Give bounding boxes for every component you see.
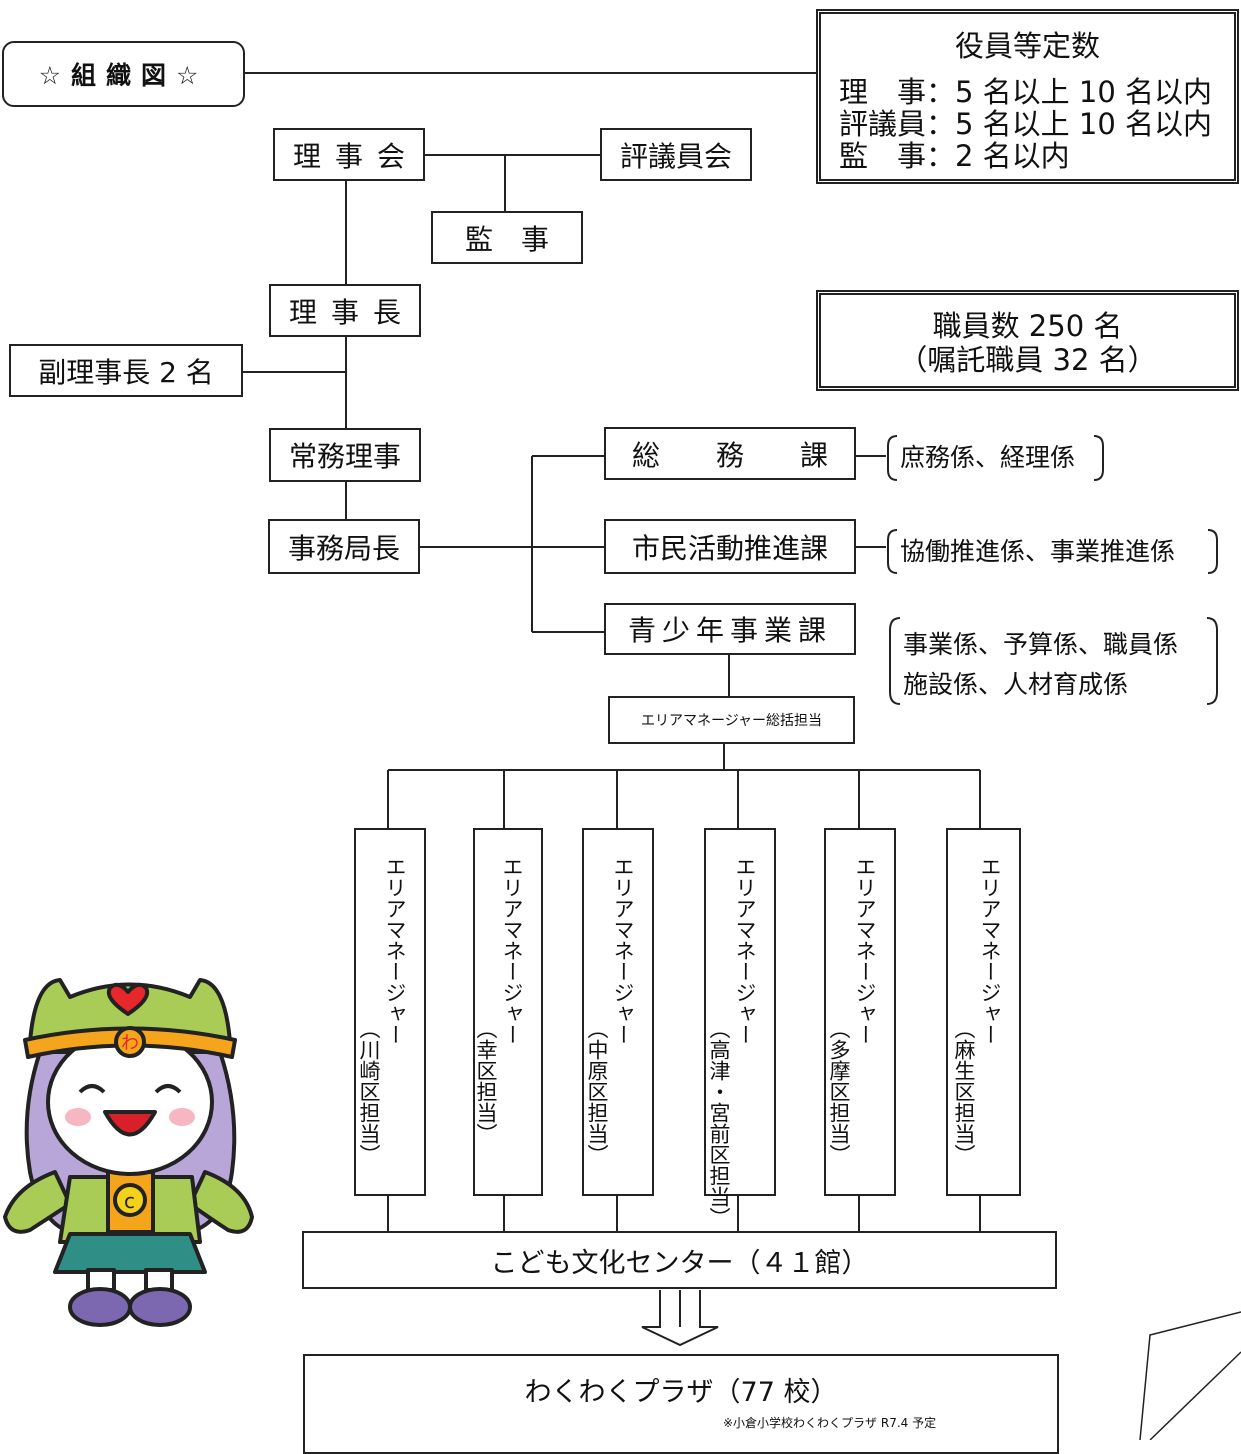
civic-activity-sections: 協働推進係、事業推進係	[900, 532, 1175, 572]
area-manager-district: （幸区担当）	[474, 1018, 498, 1144]
board-of-directors-node: 理事会	[273, 128, 425, 181]
youth-program-sections: 事業係、予算係、職員係 施設係、人材育成係	[903, 625, 1178, 705]
mascot-character-illustration: c わ	[3, 978, 254, 1327]
council-node: 評議員会	[600, 128, 752, 181]
secretary-general-node: 事務局長	[268, 519, 420, 574]
area-manager-title: エリアマネージャー	[500, 856, 524, 1045]
managing-director-node: 常務理事	[269, 428, 421, 482]
area-manager-district: （麻生区担当）	[952, 1018, 976, 1165]
officer-quota-line: 評議員：5 名以上 10 名以内	[839, 107, 1213, 141]
officer-quota-heading: 役員等定数	[954, 29, 1100, 63]
officer-quota-line: 監 事：2 名以内	[839, 139, 1070, 173]
chairman-node: 理事長	[269, 284, 421, 337]
officer-quota-line: 理 事：5 名以上 10 名以内	[839, 75, 1213, 109]
mascot-emblem: c	[124, 1189, 135, 1213]
general-affairs-sections: 庶務係、経理係	[900, 438, 1075, 478]
section-list: 庶務係、経理係	[900, 443, 1076, 472]
auditor-node: 監 事	[431, 211, 583, 264]
area-manager-node: エリアマネージャー （高津・宮前区担当）	[704, 828, 776, 1228]
youth-program-dept-node: 青少年事業課	[604, 603, 856, 655]
area-manager-node: エリアマネージャー （川崎区担当）	[354, 828, 426, 1196]
chart-title: ☆組織図☆	[2, 41, 245, 107]
area-manager-node: エリアマネージャー （幸区担当）	[473, 828, 543, 1196]
vice-chairman-node: 副理事長 2 名	[9, 344, 243, 397]
area-manager-district: （高津・宮前区担当）	[707, 1018, 731, 1228]
area-manager-title: エリアマネージャー	[611, 856, 635, 1045]
area-manager-title: エリアマネージャー	[383, 856, 407, 1045]
staff-count-box: 職員数 250 名 （嘱託職員 32 名）	[816, 290, 1239, 391]
section-list: 協働推進係、事業推進係	[900, 537, 1176, 566]
area-manager-title: エリアマネージャー	[733, 856, 757, 1045]
area-manager-title: エリアマネージャー	[853, 856, 877, 1045]
area-manager-district: （川崎区担当）	[357, 1018, 381, 1165]
area-manager-district: （中原区担当）	[585, 1018, 609, 1165]
officer-quota-box: 役員等定数 理 事：5 名以上 10 名以内 評議員：5 名以上 10 名以内 …	[816, 9, 1239, 184]
area-manager-title: エリアマネージャー	[978, 856, 1002, 1045]
area-manager-chief-node: エリアマネージャー総括担当	[608, 696, 855, 744]
area-manager-node: エリアマネージャー （麻生区担当）	[946, 828, 1021, 1196]
contract-staff-count: （嘱託職員 32 名）	[898, 343, 1157, 377]
children-culture-center-node: こども文化センター（４１館）	[302, 1231, 1057, 1289]
general-affairs-dept-node: 総 務 課	[604, 427, 856, 480]
waku-plaza-label: わくわくプラザ（77 校）	[524, 1377, 838, 1408]
section-list: 事業係、予算係、職員係	[903, 630, 1179, 659]
waku-plaza-note: ※小倉小学校わくわくプラザ R7.4 予定	[723, 1416, 937, 1430]
area-manager-node: エリアマネージャー （多摩区担当）	[824, 828, 896, 1196]
waku-plaza-node: わくわくプラザ（77 校） ※小倉小学校わくわくプラザ R7.4 予定	[303, 1354, 1059, 1454]
mascot-badge-text: わ	[121, 1033, 139, 1054]
area-manager-district: （多摩区担当）	[827, 1018, 851, 1165]
section-list: 施設係、人材育成係	[903, 670, 1129, 699]
staff-count: 職員数 250 名	[932, 309, 1123, 343]
area-manager-node: エリアマネージャー （中原区担当）	[582, 828, 654, 1196]
civic-activity-dept-node: 市民活動推進課	[604, 519, 856, 574]
